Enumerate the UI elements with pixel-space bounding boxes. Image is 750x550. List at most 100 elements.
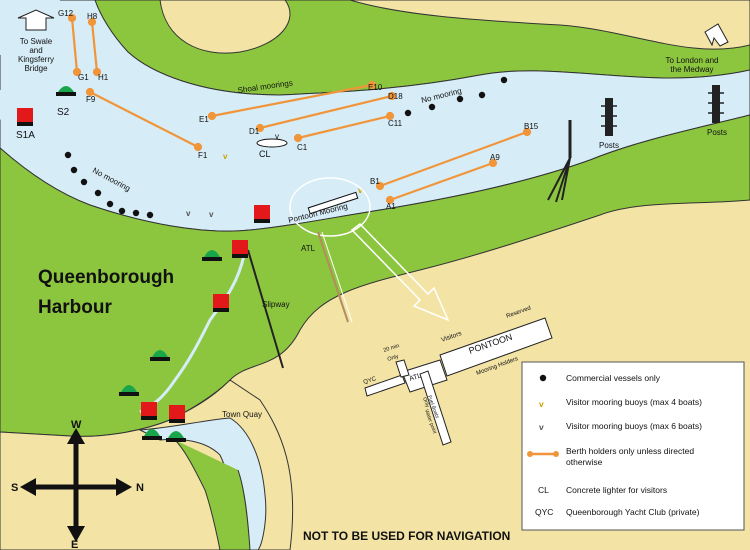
inset-20min-only: Only — [387, 354, 400, 363]
posts-right-label: Posts — [707, 128, 727, 137]
legend-text: Concrete lighter for visitors — [566, 485, 667, 495]
berth-label: G12 — [58, 9, 74, 18]
zoom-arrow-icon — [350, 223, 450, 322]
pontoon-mooring — [307, 191, 359, 215]
compass-s: S — [11, 482, 18, 494]
berth-label: D1 — [249, 127, 260, 136]
inset-qyc: QYC — [363, 376, 378, 386]
visitor-buoy-yellow: v — [358, 186, 363, 195]
berth-label: B1 — [370, 177, 380, 186]
inset-20min: 20 min — [383, 343, 401, 354]
marker-s1a — [17, 108, 33, 126]
compass-rose: W E S N — [11, 419, 144, 550]
compass-w: W — [71, 419, 82, 431]
berth-label: S2 — [57, 107, 70, 118]
berth-label: CL — [259, 149, 271, 159]
pontoon-main — [439, 317, 553, 377]
compass-n: N — [136, 482, 144, 494]
legend-text: Commercial vessels only — [566, 373, 661, 383]
legend-qyc: QYC — [535, 507, 553, 517]
berth-label: E1 — [199, 115, 209, 124]
marker-red — [141, 402, 157, 420]
visitor-buoy-cl: v — [275, 132, 279, 141]
berth-label: G1 — [78, 73, 89, 82]
pontoon-walkway-edge — [321, 231, 353, 323]
pontoon-inset: PONTOON Visitors Reserved Mooring Holder… — [363, 305, 553, 446]
marker-green — [142, 429, 162, 440]
legend-visitor-grey: v — [539, 422, 544, 432]
swale-label: Bridge — [24, 64, 48, 73]
berth-label: A1 — [386, 202, 396, 211]
posts-right — [708, 85, 724, 123]
navigation-warning: NOT TO BE USED FOR NAVIGATION — [303, 529, 510, 543]
west-inlet-2 — [0, 80, 25, 120]
swale-arrow-icon — [17, 9, 55, 31]
marker-red — [169, 405, 185, 423]
legend-text: Berth holders only unless directed — [566, 446, 694, 456]
marker-green — [166, 431, 186, 442]
posts-left-label: Posts — [599, 141, 619, 150]
slipway-line — [247, 249, 284, 369]
london-label: the Medway — [670, 65, 713, 74]
legend-box — [521, 361, 745, 531]
berth-label: B15 — [524, 122, 539, 131]
map-title: Queenborough — [38, 267, 174, 288]
pontoon-highlight — [289, 177, 371, 237]
legend-text: Queenborough Yacht Club (private) — [566, 507, 700, 517]
concrete-lighter — [256, 138, 288, 148]
town-quay-label: Town Quay — [222, 410, 262, 419]
twenty-min-berth — [395, 359, 410, 378]
berth-label: H1 — [98, 73, 109, 82]
berth-label-group: G12 H8 G1 H1 F9 F1 E1 E10 D18 D1 C1 C11 … — [16, 9, 539, 253]
legend-cl: CL — [538, 485, 549, 495]
marker-s2 — [56, 86, 76, 96]
visitor-buoy-grey: v — [209, 210, 214, 219]
berth-label: C1 — [297, 143, 308, 152]
marker-green — [119, 385, 139, 396]
qyc-jetty — [364, 374, 406, 397]
creek — [139, 249, 247, 414]
pontoon-walkway — [317, 231, 349, 323]
berth-label: E10 — [368, 83, 383, 92]
inset-fuel-only: Only — [421, 397, 430, 409]
quay-marsh — [174, 439, 251, 550]
north-sand-patch — [159, 0, 291, 54]
marker-red — [254, 205, 270, 223]
berth-label: H8 — [87, 12, 98, 21]
swale-label: Kingsferry — [18, 55, 54, 64]
north-sand-patch-2 — [349, 0, 750, 50]
berth-label: D18 — [388, 92, 403, 101]
marker-red — [213, 294, 229, 312]
legend-text: Visitor mooring buoys (max 6 boats) — [566, 421, 702, 431]
jetty-structure — [547, 120, 572, 203]
london-arrow-icon — [704, 23, 729, 47]
berth-label: F1 — [198, 151, 208, 160]
berth-label: S1A — [16, 130, 35, 141]
legend-visitor-yellow: v — [539, 399, 544, 409]
legend: v v CL QYC Commercial vessels only Visit… — [521, 361, 745, 531]
commercial-moorings — [64, 76, 508, 219]
legend-commercial-dot — [539, 374, 547, 382]
visitor-buoy-yellow: v — [223, 152, 228, 161]
visitor-buoy-grey: v — [186, 209, 191, 218]
map-title: Harbour — [38, 297, 113, 318]
london-label: To London and — [666, 56, 719, 65]
berth-label: A9 — [490, 153, 500, 162]
swale-label: To Swale — [20, 37, 53, 46]
legend-text: otherwise — [566, 457, 603, 467]
slipway-label: Slipway — [262, 300, 290, 309]
posts-left — [601, 98, 617, 136]
berth-label: ATL — [301, 244, 316, 253]
inner-basin — [138, 417, 267, 550]
swale-label: and — [29, 46, 42, 55]
marker-green — [150, 350, 170, 361]
legend-text: Visitor mooring buoys (max 4 boats) — [566, 397, 702, 407]
berth-label: F9 — [86, 95, 96, 104]
inset-atl: ATL — [408, 372, 422, 382]
berth-lines — [67, 13, 532, 205]
berth-label: C11 — [388, 119, 403, 128]
compass-e: E — [71, 539, 78, 550]
fuel-arm — [419, 370, 452, 446]
